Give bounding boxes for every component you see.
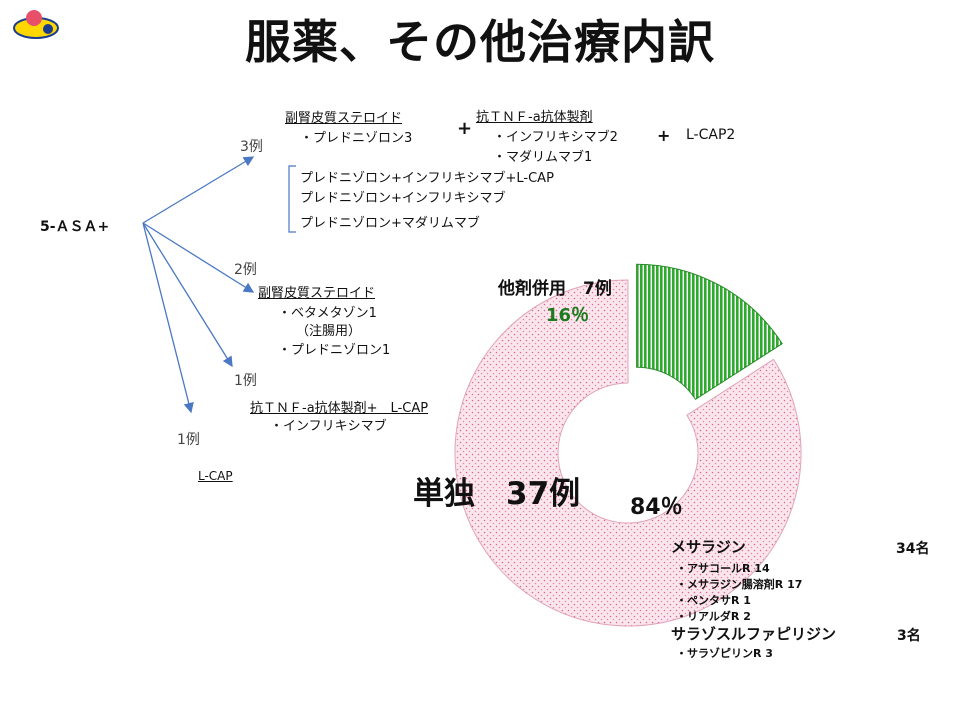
slice-label-combined: 他剤併用 7例 bbox=[498, 279, 612, 299]
salazo-label: サラゾスルファピリジン bbox=[671, 625, 837, 643]
branch3-steroid-item: ・プレドニゾロン3 bbox=[300, 131, 413, 146]
branch3-lcap: L-CAP2 bbox=[686, 127, 736, 143]
root-label: 5-ＡＳＡ+ bbox=[40, 219, 110, 235]
plus-sign: + bbox=[657, 126, 671, 145]
branch2-item-note: （注腸用） bbox=[296, 324, 362, 339]
branch2-item: ・ベタメタゾン1 bbox=[278, 306, 377, 321]
combo-item: プレドニゾロン+インフリキシマブ+L-CAP bbox=[300, 171, 554, 186]
salazo-count: 3名 bbox=[897, 628, 921, 644]
arrow-to-3 bbox=[142, 156, 255, 224]
mesalazine-item: ・メサラジン腸溶剤R 17 bbox=[676, 578, 803, 591]
arrow-to-1a bbox=[142, 222, 233, 368]
branch1a-item: ・インフリキシマブ bbox=[270, 419, 387, 434]
plus-sign: + bbox=[457, 118, 473, 139]
branch1b-count: 1例 bbox=[177, 432, 200, 448]
branch3-steroid-heading: 副腎皮質ステロイド bbox=[285, 111, 403, 126]
mesalazine-item: ・アサコールR 14 bbox=[676, 562, 770, 575]
slice-percent-combined: 16％ bbox=[546, 305, 590, 326]
branch1b-item: L-CAP bbox=[198, 469, 233, 483]
branch1a-count: 1例 bbox=[234, 373, 257, 389]
combo-bracket bbox=[288, 165, 296, 233]
donut-slice-combined bbox=[636, 263, 783, 401]
mesalazine-item: ・ペンタサR 1 bbox=[676, 594, 751, 607]
donut-slice-single bbox=[454, 279, 802, 627]
mesalazine-label: メサラジン bbox=[671, 538, 746, 556]
slice-label-single: 単独 37例 bbox=[413, 476, 581, 512]
arrow-to-2 bbox=[142, 222, 255, 293]
salazo-item: ・サラゾピリンR 3 bbox=[676, 647, 773, 660]
branch2-item: ・プレドニゾロン1 bbox=[278, 343, 391, 358]
mesalazine-item: ・リアルダR 2 bbox=[676, 610, 751, 623]
page-title: 服薬、その他治療内訳 bbox=[245, 15, 715, 69]
arrow-to-1b bbox=[142, 222, 194, 414]
branch3-antitnf-item: ・インフリキシマブ2 bbox=[493, 130, 618, 145]
branch3-count: 3例 bbox=[240, 139, 263, 155]
mesalazine-count: 34名 bbox=[896, 541, 930, 557]
combo-item: プレドニゾロン+マダリムマブ bbox=[300, 216, 480, 231]
slice-percent-single: 84％ bbox=[630, 495, 683, 520]
branch2-heading: 副腎皮質ステロイド bbox=[258, 286, 376, 301]
branch1a-heading: 抗ＴＮＦ-a抗体製剤+ L-CAP bbox=[250, 401, 429, 416]
branch2-count: 2例 bbox=[234, 262, 257, 278]
branch3-antitnf-heading: 抗ＴＮＦ-a抗体製剤 bbox=[476, 110, 593, 125]
combo-item: プレドニゾロン+インフリキシマブ bbox=[300, 191, 506, 206]
branch3-antitnf-item: ・マダリムマブ1 bbox=[493, 150, 593, 165]
